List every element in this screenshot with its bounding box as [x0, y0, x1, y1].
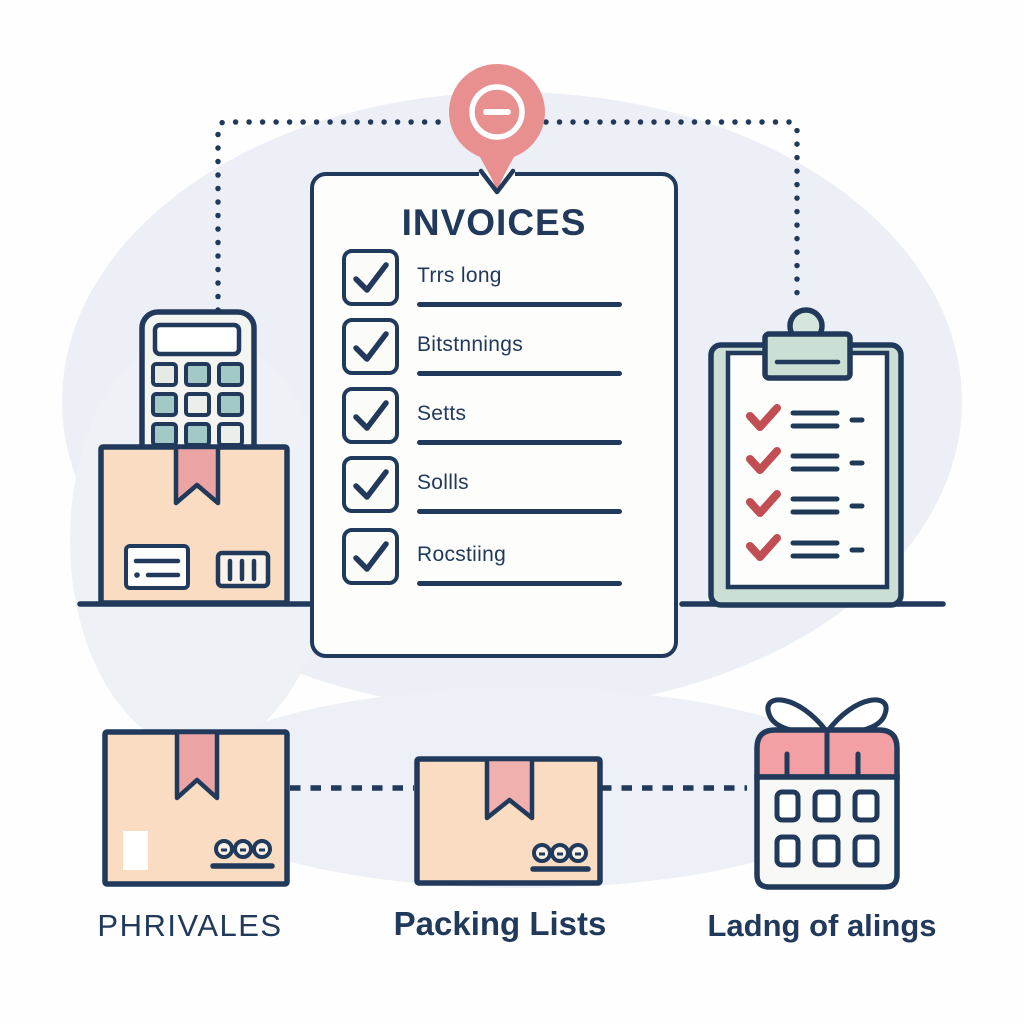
item-label: Trrs long — [417, 264, 502, 287]
bottom-label-packing-lists: Packing Lists — [393, 905, 607, 942]
clipboard-checklist-icon — [708, 307, 904, 608]
checklist-item: Bitstnnings — [314, 318, 674, 378]
checklist-rows — [746, 404, 865, 561]
calculator-icon — [139, 309, 257, 448]
item-underline — [417, 509, 622, 514]
pin-ring — [469, 84, 525, 140]
checklist-item: Sollls — [314, 456, 674, 516]
bottom-label-ladings: Ladng of alings — [707, 908, 937, 943]
checkbox-icon — [342, 387, 399, 444]
package-box-icon — [414, 756, 603, 886]
checkbox-icon — [342, 528, 399, 585]
red-check-icon — [746, 490, 865, 517]
side-label — [123, 831, 148, 870]
dotted-connector-left — [215, 119, 453, 313]
shipping-label — [124, 544, 190, 590]
checklist-item: Trrs long — [314, 249, 674, 309]
red-check-icon — [746, 447, 865, 474]
vent-dots — [530, 843, 591, 872]
item-label: Rocstiing — [417, 543, 507, 566]
bottom-label-phrivales: PHRIVALES — [97, 908, 283, 943]
item-label: Setts — [417, 402, 467, 425]
barcode — [215, 550, 271, 589]
tape-ribbon — [173, 444, 221, 506]
item-underline — [417, 371, 622, 376]
minus-pin-icon — [449, 64, 545, 195]
item-label: Sollls — [417, 471, 469, 494]
vent-dots — [210, 839, 275, 869]
pin-tail-notch — [478, 168, 516, 195]
tape-ribbon — [484, 756, 535, 821]
calculator-keys — [151, 362, 244, 447]
red-check-icon — [746, 404, 865, 431]
item-underline — [417, 302, 622, 307]
checklist-item: Rocstiing — [314, 528, 674, 588]
red-check-icon — [746, 534, 865, 561]
item-underline — [417, 440, 622, 445]
calendar-cells — [774, 789, 880, 868]
calculator-display — [152, 322, 242, 357]
invoices-card: INVOICES Trrs long Bitstnnings Setts — [310, 172, 678, 658]
gift-calendar-icon — [754, 697, 900, 890]
package-box-icon — [102, 729, 290, 887]
checklist-item: Setts — [314, 387, 674, 447]
checkbox-icon — [342, 249, 399, 306]
checkbox-icon — [342, 318, 399, 375]
checkbox-icon — [342, 456, 399, 513]
dotted-connector-right — [543, 119, 800, 309]
package-box-icon — [98, 444, 290, 606]
item-underline — [417, 581, 622, 586]
card-title: INVOICES — [401, 202, 587, 243]
clip-tab — [762, 331, 853, 381]
item-label: Bitstnnings — [417, 333, 524, 356]
tape-ribbon — [174, 729, 220, 801]
